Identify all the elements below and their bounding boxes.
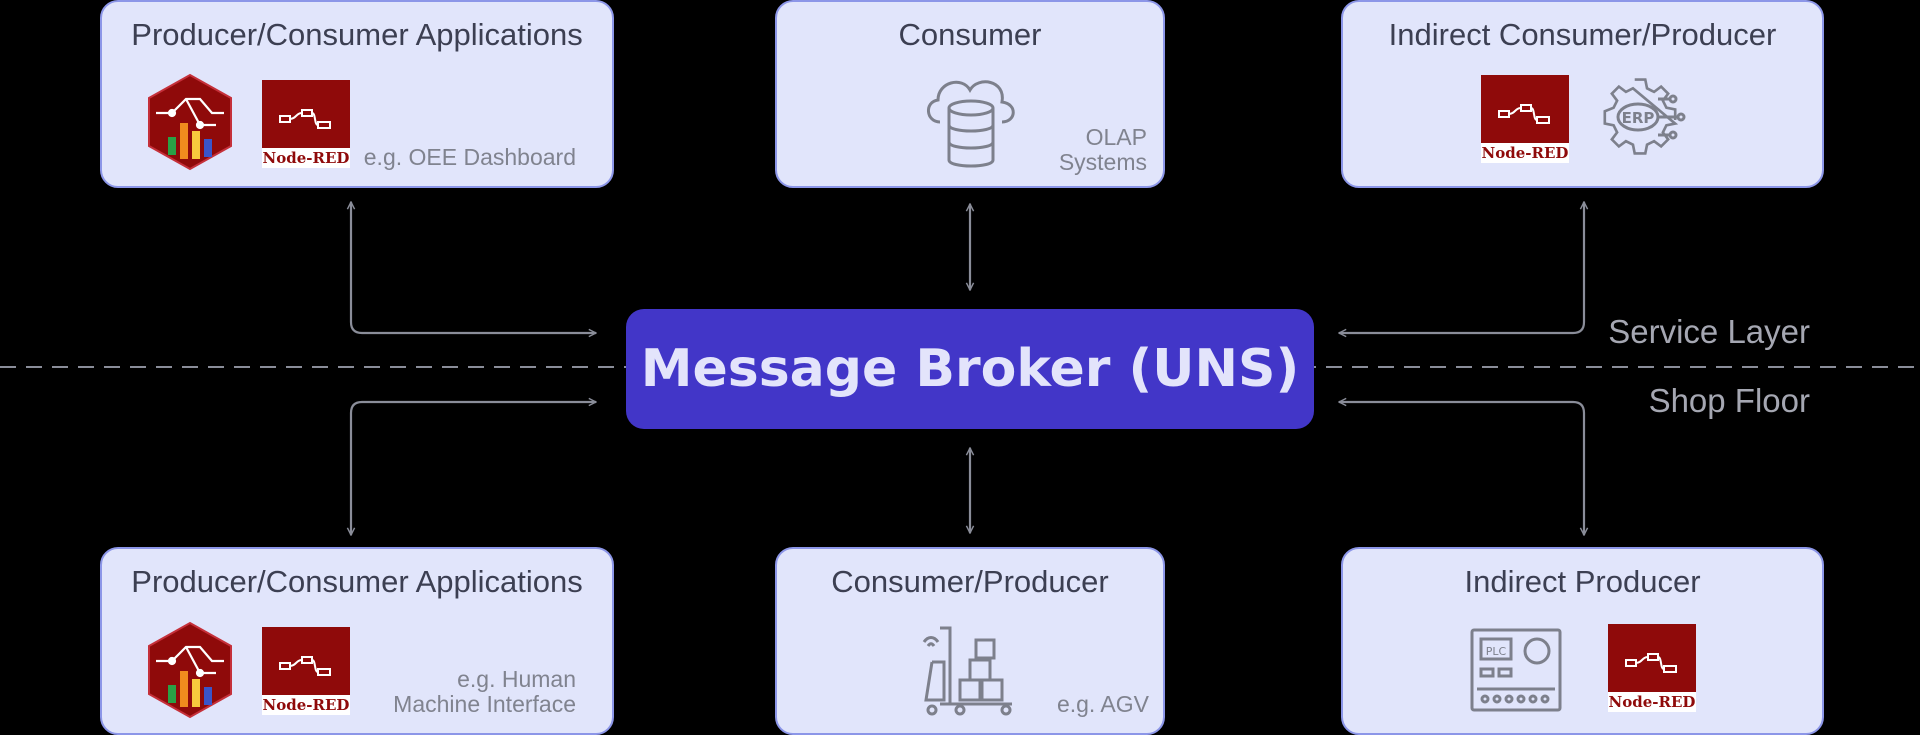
arrow-bottom-right [1339, 402, 1584, 535]
box-bottom-right[interactable]: Indirect Producer PLC Node-RED [1341, 547, 1824, 735]
box-title: Indirect Consumer/Producer [1388, 17, 1777, 52]
box-title: Producer/Consumer Applications [131, 564, 583, 599]
box-bottom-center[interactable]: Consumer/Producer e.g. AGV [775, 547, 1165, 735]
node-red-label: Node-RED [262, 695, 350, 715]
shop-floor-label: Shop Floor [1648, 382, 1810, 419]
message-broker[interactable]: Message Broker (UNS) [626, 309, 1314, 429]
note-line-1: e.g. Human [457, 666, 576, 692]
node-red-icon: Node-RED [1608, 624, 1696, 712]
dashboard-hexagon-icon [148, 73, 232, 171]
box-top-right[interactable]: Indirect Consumer/Producer Node-RED ERP [1341, 0, 1824, 188]
arrow-top-right [1339, 202, 1584, 333]
plc-panel-icon: PLC [1470, 628, 1562, 712]
note-line-2: Systems [1058, 149, 1147, 175]
dashboard-hexagon-icon [148, 621, 232, 719]
box-title: Consumer [898, 17, 1042, 52]
service-layer-label: Service Layer [1608, 313, 1810, 350]
box-bottom-left[interactable]: Producer/Consumer Applications Node-RED … [100, 547, 614, 735]
node-red-icon: Node-RED [262, 627, 350, 715]
node-red-icon: Node-RED [262, 80, 350, 168]
agv-forklift-icon [922, 626, 1012, 716]
cloud-database-icon [927, 80, 1015, 168]
broker-label: Message Broker (UNS) [640, 339, 1300, 399]
box-note: OLAP Systems [1059, 125, 1147, 175]
box-note: e.g. AGV [1056, 691, 1149, 717]
arrow-top-left [351, 202, 596, 333]
plc-text: PLC [1486, 645, 1507, 658]
node-red-icon: Node-RED [1481, 75, 1569, 163]
box-title: Producer/Consumer Applications [131, 17, 583, 52]
erp-text: ERP [1622, 109, 1655, 127]
arrow-bottom-left [351, 402, 596, 535]
box-top-center[interactable]: Consumer OLAP Systems [775, 0, 1165, 188]
erp-gear-icon: ERP [1603, 78, 1686, 155]
box-top-left[interactable]: Producer/Consumer Applications Node-RED … [100, 0, 614, 188]
box-title: Indirect Producer [1464, 564, 1701, 599]
node-red-label: Node-RED [1608, 692, 1696, 712]
node-red-label: Node-RED [262, 148, 350, 168]
box-note: e.g. OEE Dashboard [363, 144, 576, 170]
box-title: Consumer/Producer [831, 564, 1109, 599]
note-line-2: Machine Interface [393, 691, 576, 717]
node-red-label: Node-RED [1481, 143, 1569, 163]
note-line-1: OLAP [1085, 124, 1147, 150]
box-note: e.g. Human Machine Interface [393, 667, 576, 717]
